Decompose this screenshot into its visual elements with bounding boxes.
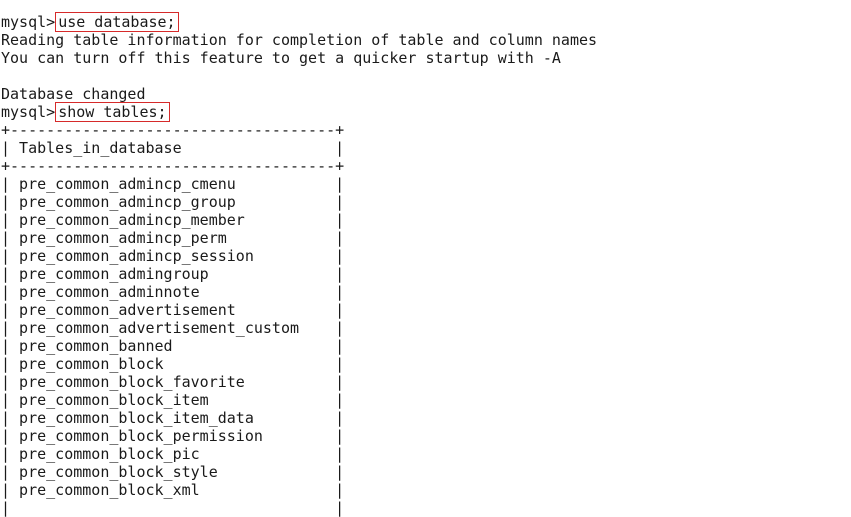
output-line: | pre_common_admincp_member | [1,211,345,229]
output-line: | pre_common_block_style | [1,463,345,481]
output-line: | pre_common_block_xml | [1,481,345,499]
output-line: | pre_common_advertisement_custom | [1,319,345,337]
mysql-prompt: mysql> [1,13,56,31]
output-line: Reading table information for completion… [1,31,598,49]
highlighted-command: use database; [55,12,179,32]
output-line: | pre_common_block_item_data | [1,409,345,427]
output-line: | pre_common_block_pic | [1,445,345,463]
output-line: | pre_common_block_item | [1,391,345,409]
output-line: +------------------------------------+ [1,157,345,175]
output-line: | pre_common_banned | [1,337,345,355]
output-line: | pre_common_admincp_group | [1,193,345,211]
output-line: Database changed [1,85,146,103]
output-line: | pre_common_block_permission | [1,427,345,445]
command-line: mysql>show tables; [1,102,597,122]
terminal-output[interactable]: mysql>use database;Reading table informa… [1,12,598,517]
output-line: | pre_common_block_favorite | [1,373,345,391]
output-line: | Tables_in_database | [1,139,345,157]
mysql-prompt: mysql> [1,103,56,121]
command-line: mysql>use database; [1,12,597,32]
output-line: | pre_common_admincp_cmenu | [1,175,345,193]
highlighted-command: show tables; [55,102,170,122]
output-line [1,67,597,85]
output-line: | pre_common_adminnote | [1,283,345,301]
output-line: | | [1,499,345,517]
output-line: | pre_common_block | [1,355,345,373]
output-line: | pre_common_admincp_perm | [1,229,345,247]
output-line: | pre_common_admincp_session | [1,247,345,265]
output-line: You can turn off this feature to get a q… [1,49,561,67]
output-line: | pre_common_advertisement | [1,301,345,319]
output-line: +------------------------------------+ [1,121,345,139]
output-line: | pre_common_admingroup | [1,265,345,283]
